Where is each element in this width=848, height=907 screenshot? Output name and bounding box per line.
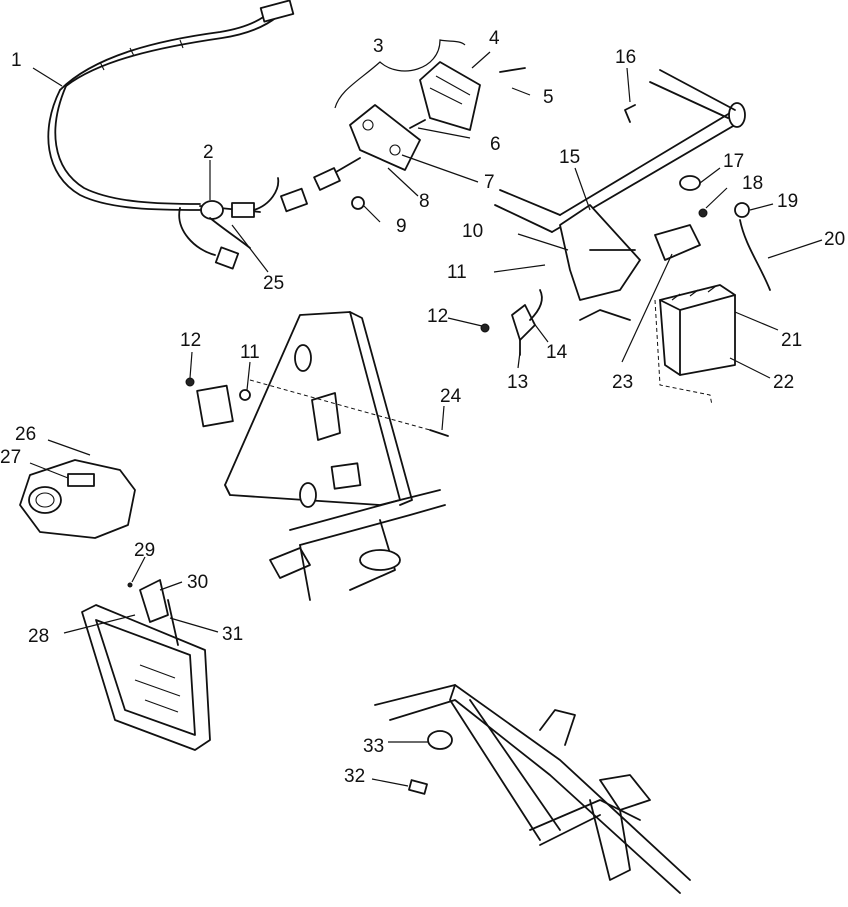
callout-24: 24 (440, 386, 462, 407)
callout-7: 7 (484, 172, 495, 193)
callout-5: 5 (543, 87, 554, 108)
connector-block (178, 177, 308, 270)
callout-11-upper: 11 (447, 262, 467, 283)
rear-frame-section (494, 69, 771, 406)
mud-flap (81, 579, 211, 751)
callout-25: 25 (263, 273, 284, 294)
callout-16: 16 (615, 47, 636, 68)
callout-8: 8 (419, 191, 430, 212)
callout-6: 6 (490, 134, 501, 155)
tail-light-assembly (313, 61, 526, 210)
callout-18: 18 (742, 173, 763, 194)
callout-28: 28 (28, 626, 49, 647)
callout-14: 14 (546, 342, 568, 363)
callout-29: 29 (134, 540, 155, 561)
callout-3: 3 (373, 36, 384, 57)
callout-19: 19 (777, 191, 798, 212)
leader-lines (29, 39, 823, 787)
callout-12-lower: 12 (180, 330, 201, 351)
relay-bracket (480, 289, 543, 356)
wiring-harness (47, 0, 295, 211)
callout-13: 13 (507, 372, 528, 393)
callout-22: 22 (773, 372, 794, 393)
lower-frame-section (374, 684, 691, 894)
callout-labels: 1 2 3 4 5 6 7 8 9 10 11 12 13 14 15 16 1… (0, 28, 845, 787)
callout-20: 20 (824, 229, 845, 250)
callout-2: 2 (203, 142, 214, 163)
callout-33: 33 (363, 736, 384, 757)
tank (19, 459, 136, 539)
callout-10: 10 (462, 221, 483, 242)
callout-12-upper: 12 (427, 306, 448, 327)
callout-4: 4 (489, 28, 500, 49)
callout-21: 21 (781, 330, 802, 351)
callout-9: 9 (396, 216, 407, 237)
mounting-plate (185, 311, 449, 601)
callout-11-lower: 11 (240, 342, 260, 363)
callout-26: 26 (15, 424, 36, 445)
callout-23: 23 (612, 372, 633, 393)
callout-27: 27 (0, 447, 21, 468)
callout-17: 17 (723, 151, 744, 172)
callout-15: 15 (559, 147, 580, 168)
callout-30: 30 (187, 572, 208, 593)
callout-1: 1 (11, 50, 22, 71)
callout-32: 32 (344, 766, 365, 787)
callout-31: 31 (222, 624, 243, 645)
